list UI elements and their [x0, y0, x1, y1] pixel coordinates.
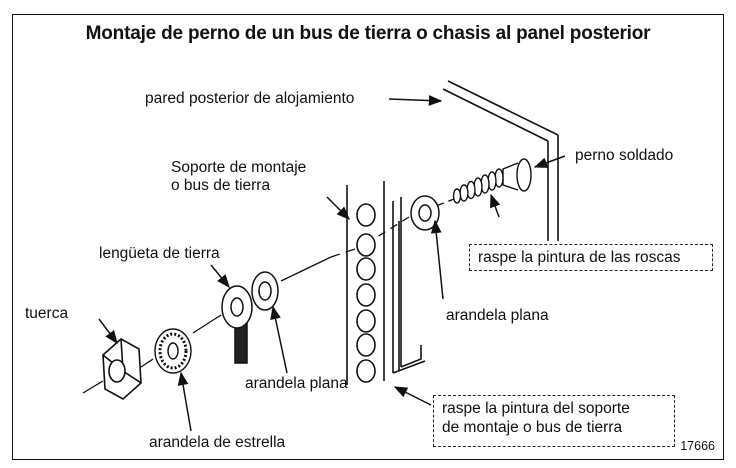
label-back-wall: pared posterior de alojamiento	[145, 90, 355, 107]
flat-washer-left	[251, 271, 279, 311]
label-ground-lug: lengüeta de tierra	[99, 245, 220, 262]
note-scrape-bracket-line1: raspe la pintura del soporte	[442, 400, 630, 417]
ground-lug	[221, 285, 253, 364]
assembly-drawing	[82, 80, 566, 432]
label-star-washer: arandela de estrella	[149, 434, 286, 451]
label-bracket-line1: Soporte de montaje	[171, 159, 307, 176]
label-bracket-line2: o bus de tierra	[171, 177, 271, 194]
diagram-title: Montaje de perno de un bus de tierra o c…	[85, 23, 651, 44]
diagram-frame: Montaje de perno de un bus de tierra o c…	[12, 14, 724, 460]
note-scrape-bracket-line2: de montaje o bus de tierra	[442, 419, 623, 436]
label-flat-washer-right: arandela plana	[446, 307, 549, 324]
figure-number: 17666	[680, 439, 715, 453]
label-flat-washer-left: arandela plana	[245, 375, 348, 392]
assembly-axis	[280, 216, 410, 282]
welded-stud	[422, 158, 532, 212]
label-nut: tuerca	[25, 305, 69, 322]
mounting-bracket	[346, 181, 426, 385]
nut	[102, 338, 142, 400]
note-scrape-bracket: raspe la pintura del soporte de montaje …	[433, 395, 675, 447]
star-washer	[154, 328, 192, 374]
label-welded-stud: perno soldado	[575, 147, 674, 164]
note-scrape-threads: raspe la pintura de las roscas	[469, 244, 713, 271]
back-wall-panel	[442, 80, 559, 241]
